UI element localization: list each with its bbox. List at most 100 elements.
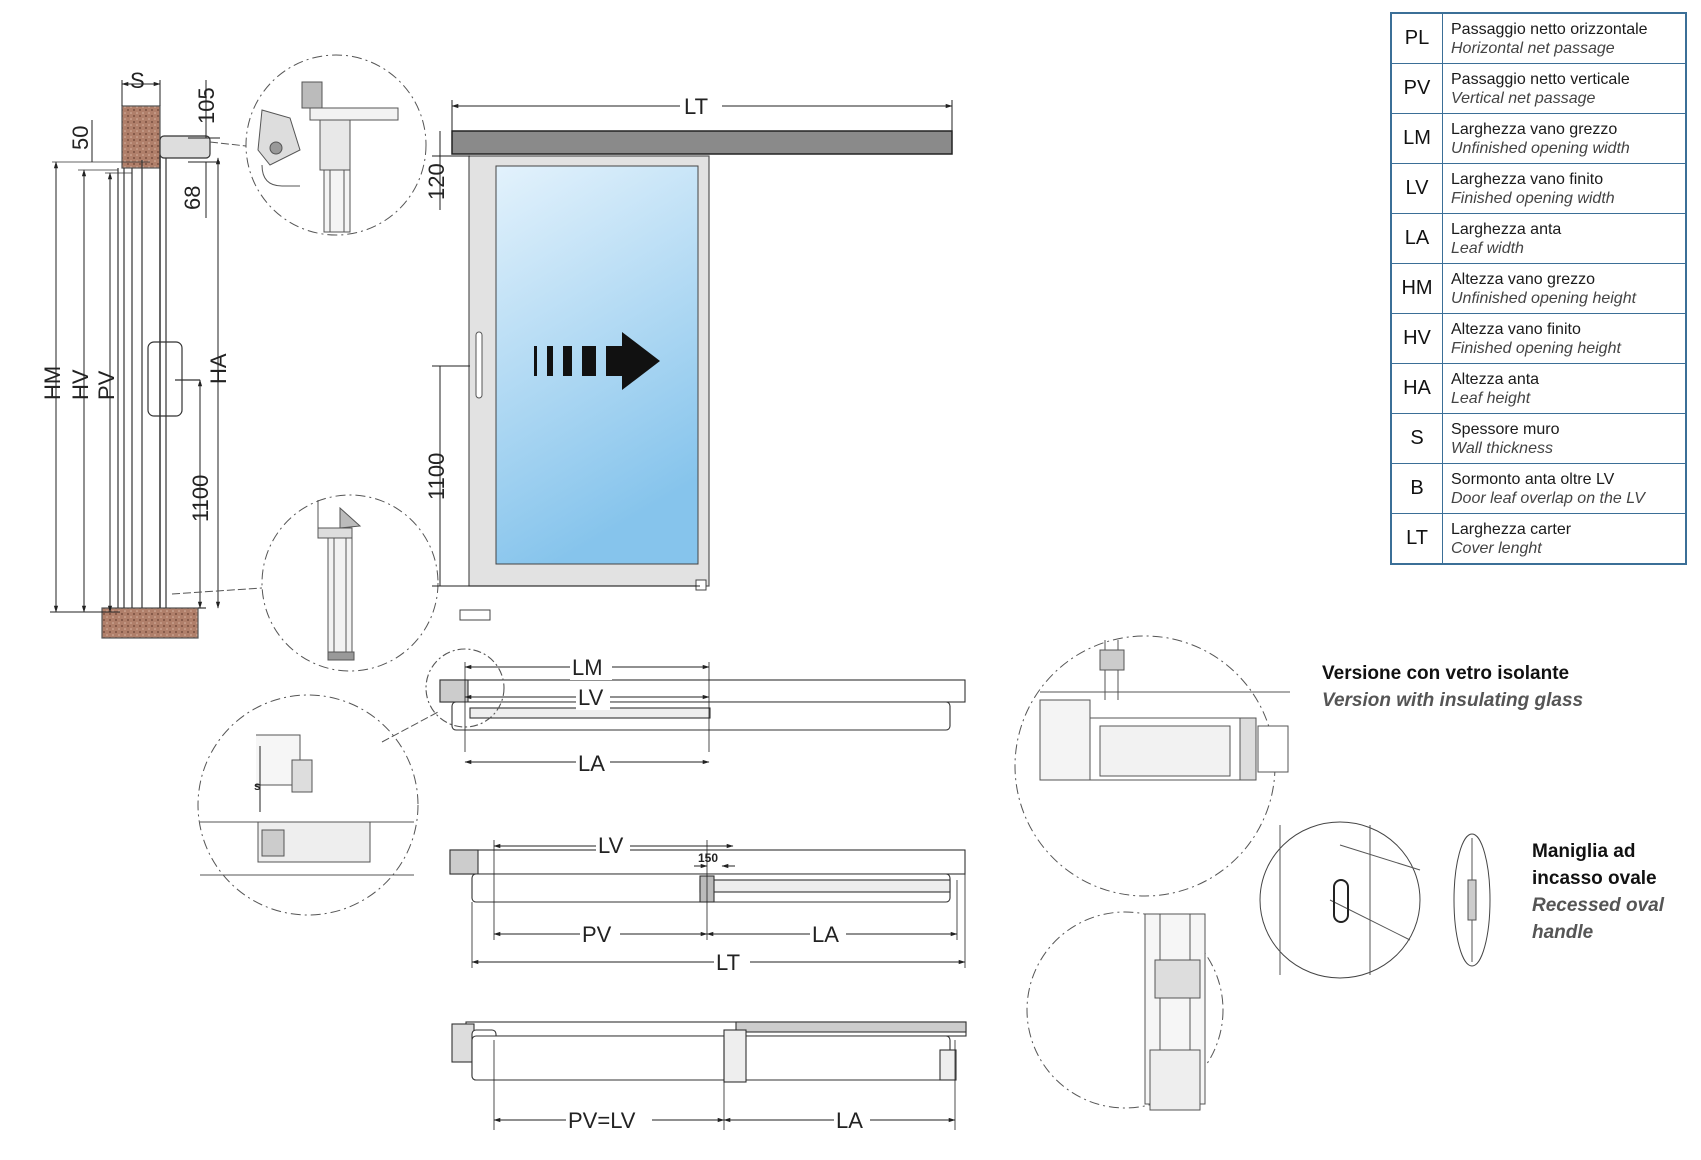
dim-la-plan2: LA [812, 922, 839, 947]
legend-english: Unfinished opening height [1451, 289, 1637, 307]
dim-la-plan1: LA [578, 751, 605, 776]
wall-bottom [101, 607, 199, 639]
legend-code: LV [1390, 163, 1443, 214]
dim-lv-plan2: LV [598, 833, 624, 858]
dim-120: 120 [424, 163, 449, 200]
dim-hv: HV [68, 369, 93, 400]
insulating-glass-detail [1014, 635, 1290, 897]
legend-english: Leaf width [1451, 239, 1524, 257]
dim-s-detail: s [254, 779, 261, 793]
legend-code: LA [1390, 213, 1443, 264]
legend-english: Leaf height [1451, 389, 1531, 407]
dim-pv: PV [94, 370, 119, 400]
legend-code: HV [1390, 313, 1443, 364]
dim-50: 50 [68, 126, 93, 150]
front-view [432, 100, 953, 621]
legend-italian: Altezza vano finito [1451, 320, 1581, 338]
dim-lv-plan1: LV [578, 685, 604, 710]
legend-code: PL [1390, 12, 1443, 64]
handle-caption: Maniglia ad incasso ovale Recessed oval … [1532, 838, 1664, 946]
detail-plan-circle [197, 694, 439, 916]
legend-italian: Sormonto anta oltre LV [1451, 470, 1615, 488]
legend-english: Cover lenght [1451, 539, 1542, 557]
legend-italian: Altezza vano grezzo [1451, 270, 1596, 288]
side-section [52, 105, 211, 639]
legend-code: HM [1390, 263, 1443, 314]
dim-1100-side: 1100 [188, 475, 213, 522]
dim-ha: HA [206, 353, 231, 384]
glass-caption: Versione con vetro isolante Version with… [1322, 660, 1583, 714]
handle-caption-it-1: Maniglia ad [1532, 841, 1636, 862]
door-handle [475, 331, 483, 399]
oval-handle-icon [1333, 879, 1349, 923]
dim-pv-plan2: PV [582, 922, 612, 947]
legend-english: Wall thickness [1451, 439, 1553, 457]
side-dimensions [50, 80, 221, 613]
legend-english: Finished opening width [1451, 189, 1615, 207]
direction-arrow-icon [534, 332, 660, 390]
glass-caption-it: Versione con vetro isolante [1322, 663, 1570, 684]
handle-profile [147, 341, 183, 417]
dim-lm: LM [572, 655, 603, 680]
dim-105: 105 [194, 87, 219, 124]
handle-side-ellipse [1453, 833, 1491, 967]
dim-68: 68 [180, 186, 205, 210]
door-glass [495, 165, 699, 565]
legend-english: Door leaf overlap on the LV [1451, 489, 1645, 507]
dim-pvlv: PV=LV [568, 1108, 636, 1133]
dim-s: S [130, 68, 145, 93]
legend-italian: Passaggio netto verticale [1451, 70, 1630, 88]
dim-lt-front: LT [684, 94, 708, 119]
legend-code: LT [1390, 513, 1443, 565]
legend-italian: Spessore muro [1451, 420, 1560, 438]
handle-caption-en-2: handle [1532, 922, 1594, 943]
legend-code: HA [1390, 363, 1443, 414]
legend-code: PV [1390, 63, 1443, 114]
legend-code: LM [1390, 113, 1443, 164]
plan-1 [425, 648, 966, 752]
dim-150: 150 [698, 851, 718, 865]
dim-lt-plan2: LT [716, 950, 740, 975]
glass-caption-en: Version with insulating glass [1322, 690, 1584, 711]
legend-english: Unfinished opening width [1451, 139, 1630, 157]
detail-bottom-circle [171, 494, 439, 672]
legend-italian: Larghezza vano grezzo [1451, 120, 1618, 138]
detail-top-circle [209, 54, 427, 236]
legend-italian: Passaggio netto orizzontale [1451, 20, 1648, 38]
legend-code: S [1390, 413, 1443, 464]
legend-english: Horizontal net passage [1451, 39, 1615, 57]
wall-top [121, 105, 161, 169]
legend-italian: Larghezza vano finito [1451, 170, 1604, 188]
plan-3 [451, 1021, 967, 1130]
legend-italian: Larghezza carter [1451, 520, 1572, 538]
legend-english: Finished opening height [1451, 339, 1621, 357]
dim-1100-front: 1100 [424, 453, 449, 500]
dim-hm: HM [40, 366, 65, 400]
handle-caption-it-2: incasso ovale [1532, 868, 1657, 889]
legend-italian: Larghezza anta [1451, 220, 1562, 238]
handle-front-circle [1259, 821, 1421, 979]
